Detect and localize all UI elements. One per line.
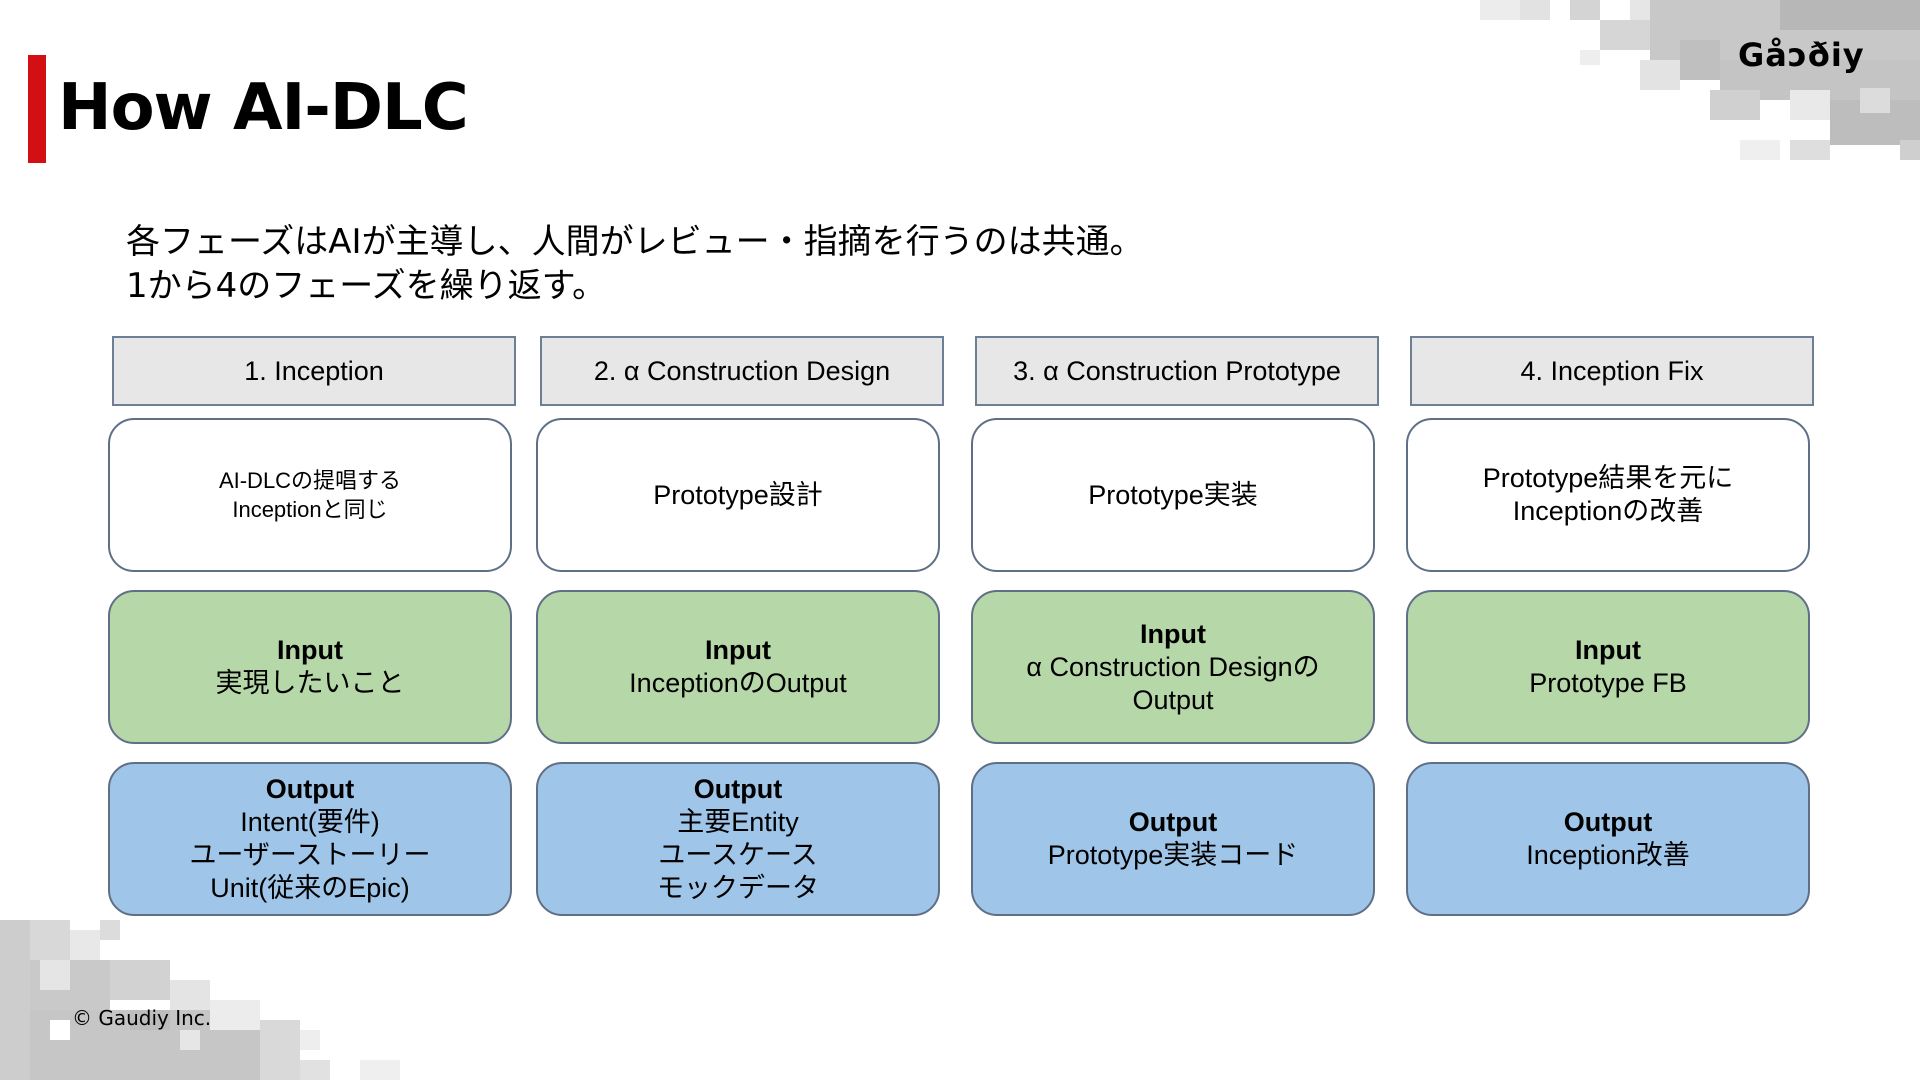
input-label: Input [277,635,343,665]
input-label: Input [1140,618,1206,649]
pixel-mosaic-top-right [1480,0,1920,160]
output-line: ユーザーストーリー [189,840,431,870]
copyright-text: © Gaudiy Inc. [72,1006,212,1030]
intro-line-2: 1から4のフェーズを繰り返す。 [126,266,607,306]
output-line: Inception改善 [1526,840,1690,870]
output-card: Output 主要Entity ユースケース モックデータ [536,762,940,916]
input-card: Input α Construction Designの Output [971,590,1375,744]
phase-header: 2. α Construction Design [540,336,944,406]
output-line: Intent(要件) [240,807,380,837]
input-line: α Construction Designの [1026,651,1320,682]
intro-line-1: 各フェーズはAIが主導し、人間がレビュー・指摘を行うのは共通。 [126,222,1144,262]
input-line: 実現したいこと [215,668,405,698]
intro-text: 各フェーズはAIが主導し、人間がレビュー・指摘を行うのは共通。 1から4のフェー… [126,220,1144,308]
output-label: Output [693,774,783,804]
input-line: InceptionのOutput [629,668,847,698]
description-line: Prototype設計 [653,479,823,510]
output-label: Output [265,774,355,804]
phase-header: 3. α Construction Prototype [975,336,1379,406]
phase-header: 4. Inception Fix [1410,336,1814,406]
output-card: Output Intent(要件) ユーザーストーリー Unit(従来のEpic… [108,762,512,916]
page-title: How AI-DLC [58,71,469,145]
output-card: Output Prototype実装コード [971,762,1375,916]
phase-description-card: AI-DLCの提唱する Inceptionと同じ [108,418,512,572]
input-line: Prototype FB [1529,668,1687,698]
description-line: Inceptionの改善 [1512,496,1704,526]
input-card: Input Prototype FB [1406,590,1810,744]
phase-header: 1. Inception [112,336,516,406]
brand-logo: Gåɔðiy [1738,36,1865,74]
input-line: Output [1132,684,1214,715]
pixel-mosaic-bottom-left [0,920,440,1080]
description-line: Prototype結果を元に [1482,463,1734,493]
phase-description-card: Prototype設計 [536,418,940,572]
description-line: AI-DLCの提唱する [218,468,402,493]
output-label: Output [1128,807,1218,837]
title-accent-bar [28,55,46,163]
phase-description-card: Prototype実装 [971,418,1375,572]
input-label: Input [705,635,771,665]
output-line: モックデータ [657,873,819,903]
output-line: Unit(従来のEpic) [210,873,410,903]
input-card: Input 実現したいこと [108,590,512,744]
description-line: Prototype実装 [1088,479,1258,510]
output-card: Output Inception改善 [1406,762,1810,916]
output-label: Output [1563,807,1653,837]
input-card: Input InceptionのOutput [536,590,940,744]
description-line: Inceptionと同じ [232,497,388,522]
phase-description-card: Prototype結果を元に Inceptionの改善 [1406,418,1810,572]
output-line: 主要Entity [677,807,799,837]
output-line: ユースケース [658,840,818,870]
input-label: Input [1575,635,1641,665]
output-line: Prototype実装コード [1047,840,1299,870]
